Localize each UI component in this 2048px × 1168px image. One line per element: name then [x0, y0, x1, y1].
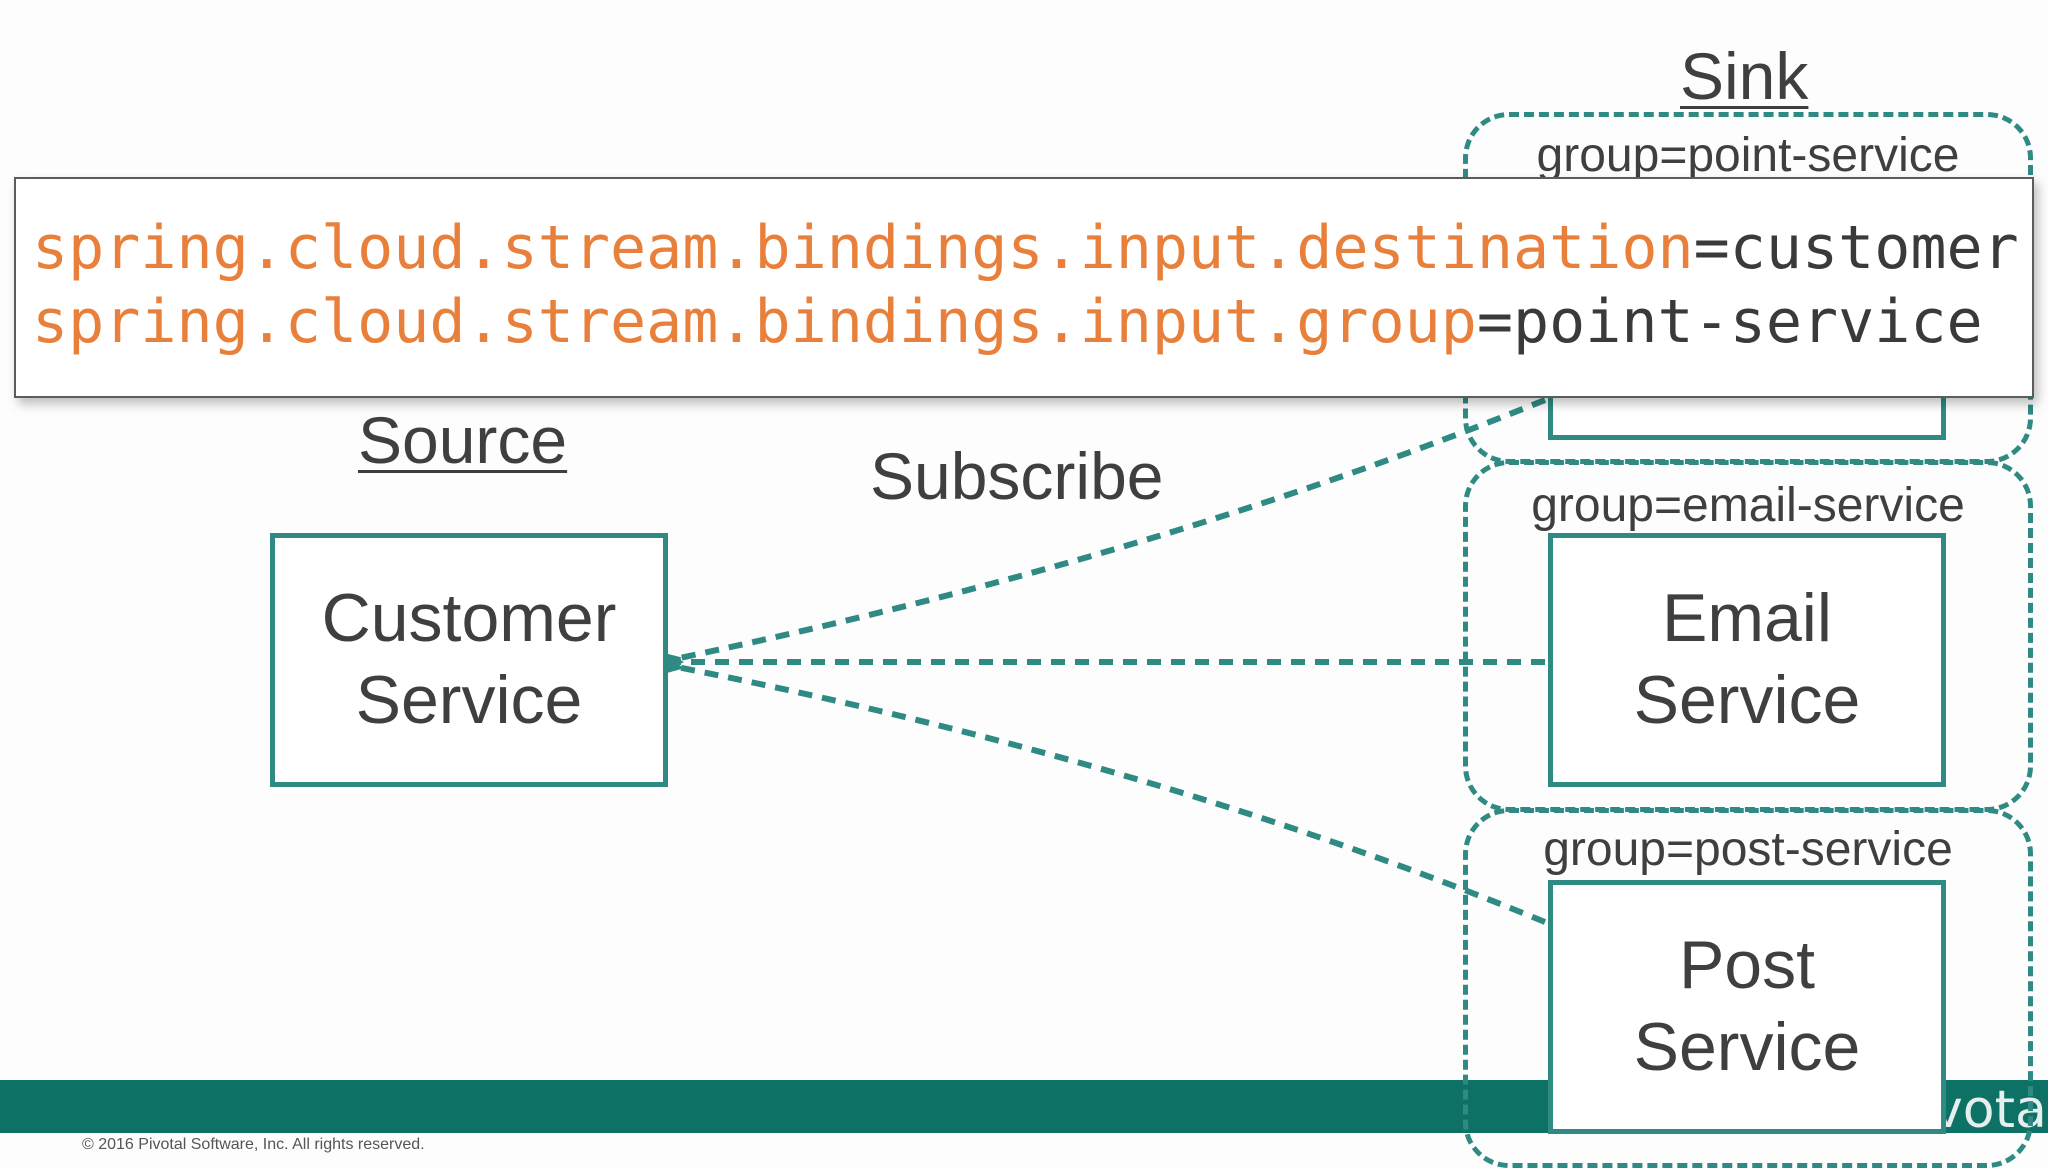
config-key-group: spring.cloud.stream.bindings.input.group [32, 287, 1477, 357]
group-label-post-service: group=post-service [1543, 823, 1953, 876]
customer-service-line2: Service [355, 662, 583, 738]
copyright-text: © 2016 Pivotal Software, Inc. All rights… [82, 1136, 425, 1153]
email-service-line2: Service [1633, 662, 1861, 738]
config-value-destination: customer [1729, 213, 2019, 283]
email-service-box: Email Service [1548, 533, 1946, 787]
post-service-line1: Post [1678, 927, 1816, 1004]
post-service-box: Post Service [1548, 880, 1946, 1134]
config-value-group: point-service [1513, 287, 1983, 357]
config-separator: = [1476, 287, 1514, 357]
config-separator: = [1693, 213, 1730, 283]
post-service-line2: Service [1633, 1009, 1861, 1085]
config-line-destination: spring.cloud.stream.bindings.input.desti… [32, 211, 2032, 285]
source-heading: Source [358, 403, 568, 477]
customer-service-line1: Customer [321, 580, 617, 657]
email-service-line1: Email [1661, 580, 1833, 657]
config-key-destination: spring.cloud.stream.bindings.input.desti… [32, 213, 1694, 283]
customer-service-box: Customer Service [270, 533, 668, 787]
sink-heading: Sink [1680, 39, 1809, 113]
binding-config-panel: spring.cloud.stream.bindings.input.desti… [14, 177, 2034, 398]
arrow-point-service [616, 397, 1547, 700]
subscribe-label: Subscribe [870, 439, 1164, 513]
config-line-group: spring.cloud.stream.bindings.input.group… [32, 285, 2032, 359]
group-label-point-service: group=point-service [1536, 129, 1960, 182]
arrow-post-service [619, 627, 1547, 925]
group-label-email-service: group=email-service [1531, 479, 1965, 532]
